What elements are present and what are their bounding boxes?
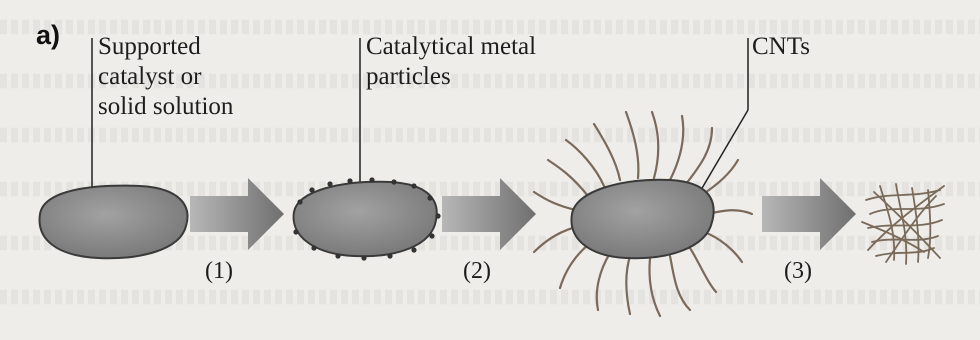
nanotube <box>597 250 612 310</box>
metal-dot <box>361 255 366 260</box>
metal-dot <box>387 253 392 258</box>
metal-dot <box>335 253 340 258</box>
nanotube <box>870 204 944 214</box>
metal-dot <box>309 187 314 192</box>
metal-dot <box>429 233 434 238</box>
catalyst-particle <box>40 186 188 259</box>
particle-with-metal <box>294 182 437 256</box>
nanotube <box>670 116 683 180</box>
metal-dot <box>427 195 432 200</box>
metal-dot <box>297 199 302 204</box>
metal-dot <box>411 247 416 252</box>
nanotube <box>670 256 690 310</box>
nanotube <box>704 232 742 262</box>
nanotube <box>626 256 630 314</box>
nanotube <box>876 248 934 256</box>
metal-dot <box>391 179 396 184</box>
nanotube <box>686 128 712 184</box>
metal-dot <box>369 177 374 182</box>
nanotube <box>652 112 658 178</box>
nanotube <box>626 112 638 178</box>
particle-with-cnts <box>571 180 713 258</box>
cnt-bundle <box>862 184 944 264</box>
metal-dot <box>435 213 440 218</box>
nanotube <box>594 124 620 180</box>
arrow-step-2 <box>442 178 536 250</box>
nanotube <box>548 160 588 196</box>
arrow-step-3 <box>762 178 856 250</box>
nanotube <box>649 258 660 316</box>
metal-dot <box>311 245 316 250</box>
nanotube <box>534 192 576 210</box>
metal-dot <box>327 181 332 186</box>
metal-dot <box>411 183 416 188</box>
metal-dot <box>347 178 352 183</box>
arrow-step-1 <box>190 178 284 250</box>
nanotube <box>690 248 716 292</box>
metal-dot <box>293 229 298 234</box>
